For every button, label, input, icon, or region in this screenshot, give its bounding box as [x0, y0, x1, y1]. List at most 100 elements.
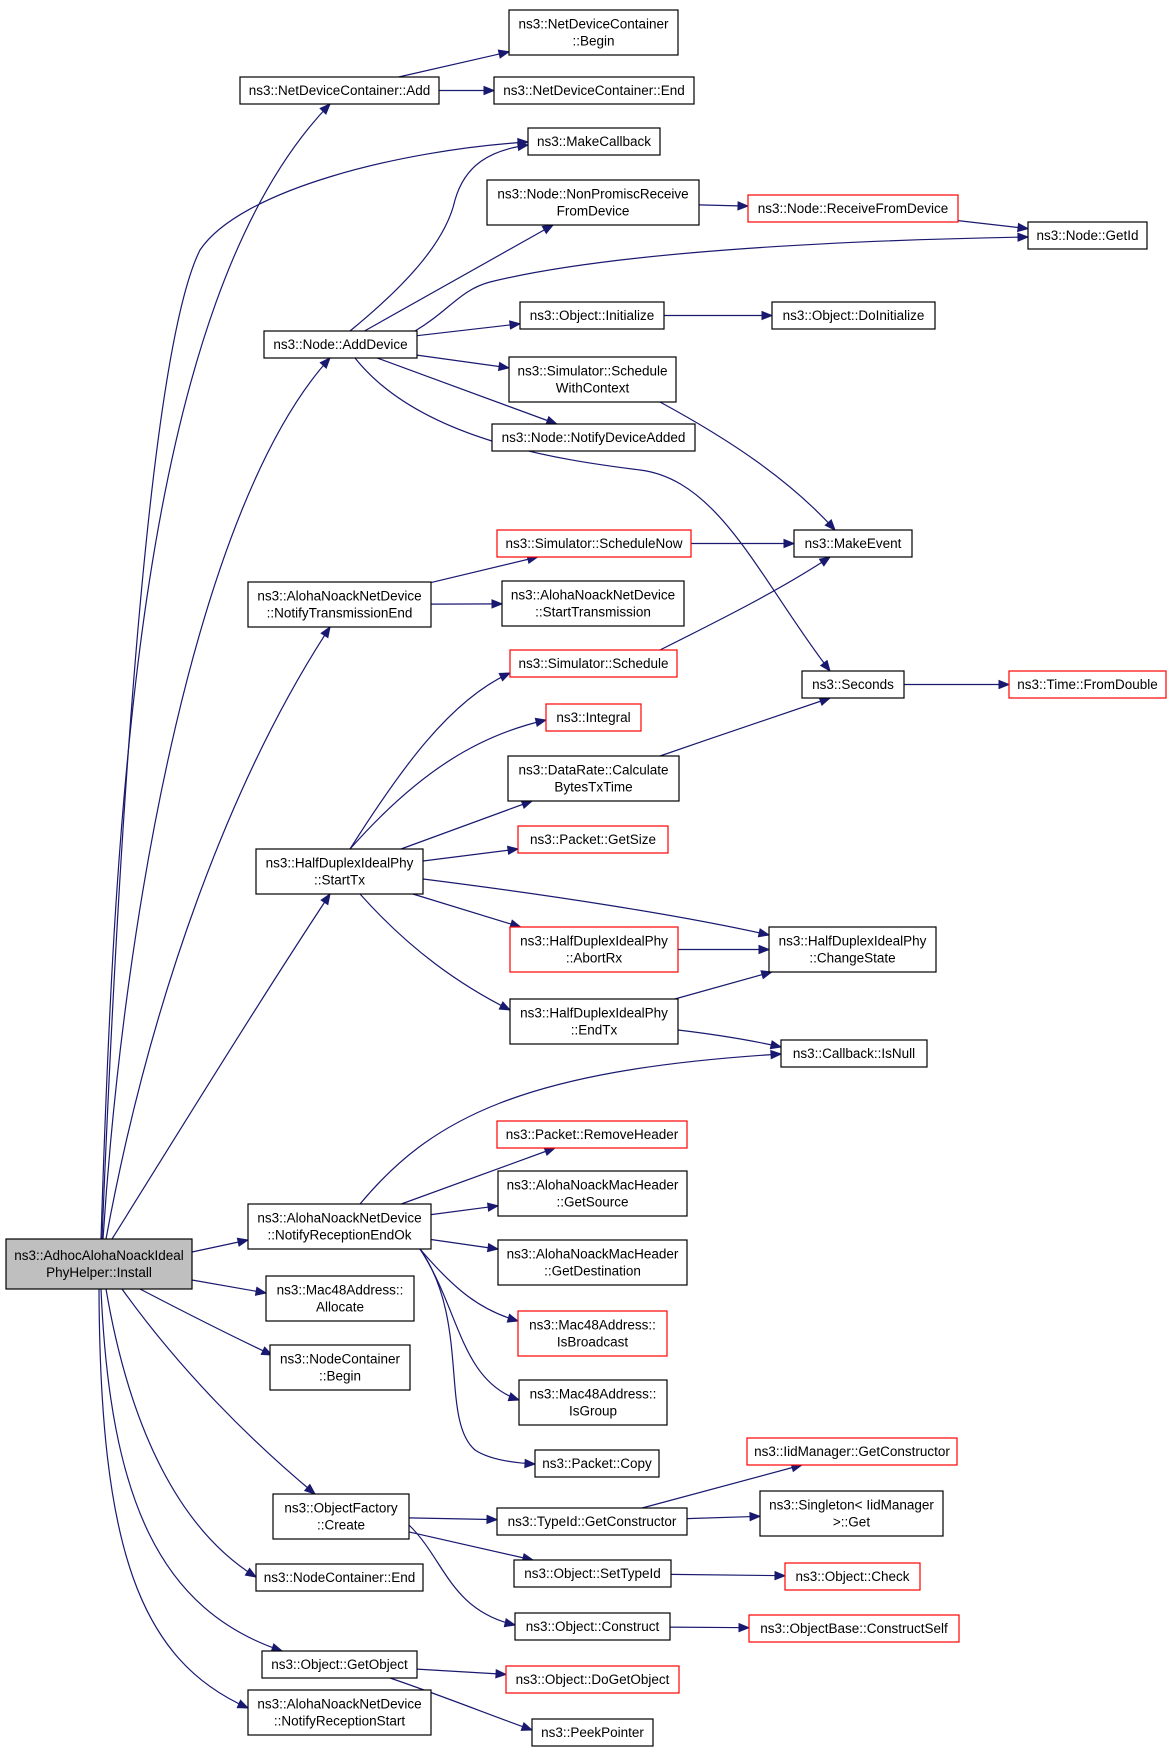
node-nc-begin[interactable]: ns3::NodeContainer::Begin: [269, 1344, 411, 1391]
node-ndc-end[interactable]: ns3::NetDeviceContainer::End: [493, 76, 695, 105]
node-dogetobject[interactable]: ns3::Object::DoGetObject: [505, 1665, 680, 1694]
node-receivefromdevice[interactable]: ns3::Node::ReceiveFromDevice: [747, 194, 959, 223]
call-edge-getobject-to-peekpointer: [389, 1677, 534, 1731]
arrowhead: [737, 201, 750, 211]
node-packet-copy[interactable]: ns3::Packet::Copy: [534, 1449, 660, 1478]
node-label-line: ns3::MakeCallback: [537, 134, 651, 149]
node-nc-end[interactable]: ns3::NodeContainer::End: [255, 1563, 424, 1592]
arrowhead: [738, 1622, 751, 1633]
node-obj-construct[interactable]: ns3::Object::Construct: [514, 1612, 671, 1641]
node-getobject[interactable]: ns3::Object::GetObject: [261, 1650, 418, 1679]
node-label-line: ns3::NetDeviceContainer::Add: [249, 83, 431, 98]
node-notify-rx-endok[interactable]: ns3::AlohaNoackNetDevice::NotifyReceptio…: [247, 1203, 432, 1250]
node-label-line: ns3::Integral: [556, 710, 630, 725]
arrowhead: [761, 310, 774, 321]
arrowhead: [998, 679, 1011, 690]
node-hd-endtx[interactable]: ns3::HalfDuplexIdealPhy::EndTx: [509, 998, 679, 1045]
node-makecallback[interactable]: ns3::MakeCallback: [527, 127, 661, 156]
node-obj-doinitialize[interactable]: ns3::Object::DoInitialize: [771, 301, 936, 330]
arrowhead: [244, 1567, 258, 1578]
node-label-line: ns3::Simulator::Schedule: [518, 656, 668, 671]
call-edge-root-to-getobject: [100, 1288, 284, 1653]
node-label-line: ns3::AlohaNoackNetDevice: [257, 1211, 421, 1226]
node-obj-check[interactable]: ns3::Object::Check: [784, 1562, 921, 1591]
node-hd-starttx[interactable]: ns3::HalfDuplexIdealPhy::StartTx: [255, 848, 424, 895]
call-edge-node_adddevice-to-node_getid: [414, 232, 1030, 332]
node-label-line: ::Begin: [319, 1369, 361, 1384]
node-ndc-add[interactable]: ns3::NetDeviceContainer::Add: [239, 76, 440, 105]
node-seconds[interactable]: ns3::Seconds: [801, 670, 905, 699]
node-label-line: ::ChangeState: [809, 951, 895, 966]
node-fromdouble[interactable]: ns3::Time::FromDouble: [1008, 670, 1167, 699]
arrowhead: [783, 538, 796, 549]
node-label-line: ns3::Object::DoGetObject: [516, 1672, 670, 1687]
node-singleton-get[interactable]: ns3::Singleton< IidManager>::Get: [759, 1490, 944, 1537]
node-label-line: ns3::Node::AddDevice: [273, 337, 407, 352]
node-isbroadcast[interactable]: ns3::Mac48Address::IsBroadcast: [517, 1310, 668, 1357]
node-box: [748, 1614, 960, 1643]
node-of-create[interactable]: ns3::ObjectFactory::Create: [272, 1493, 410, 1540]
node-constructself[interactable]: ns3::ObjectBase::ConstructSelf: [748, 1614, 960, 1643]
node-obj-initialize[interactable]: ns3::Object::Initialize: [519, 301, 665, 330]
node-box: [519, 301, 665, 330]
node-start-tx-dev[interactable]: ns3::AlohaNoackNetDevice::StartTransmiss…: [501, 580, 685, 627]
node-iid-getconstructor[interactable]: ns3::IidManager::GetConstructor: [746, 1437, 958, 1466]
node-sim-schedule[interactable]: ns3::Simulator::Schedule: [509, 649, 678, 678]
node-label-line: ns3::HalfDuplexIdealPhy: [520, 934, 668, 949]
node-box: [505, 1665, 680, 1694]
call-edge-hd_starttx-to-hd_endtx: [359, 893, 512, 1011]
node-box: [486, 179, 700, 226]
call-edge-typeid_getconstructor-to-singleton_get: [686, 1511, 762, 1522]
call-edge-hd_starttx-to-sim_schedule: [349, 672, 512, 850]
call-edge-ndc_add-to-ndc_begin: [398, 49, 511, 78]
node-peekpointer[interactable]: ns3::PeekPointer: [531, 1718, 654, 1747]
arrowhead: [498, 1001, 512, 1011]
node-box: [247, 1689, 432, 1736]
arrowhead: [543, 1147, 557, 1157]
node-label-line: ns3::AdhocAlohaNoackIdeal: [14, 1248, 184, 1263]
node-cb-isnull[interactable]: ns3::Callback::IsNull: [780, 1039, 928, 1068]
call-edge-hd_starttx-to-packet_getsize: [422, 845, 520, 862]
node-typeid-getconstructor[interactable]: ns3::TypeId::GetConstructor: [496, 1507, 688, 1536]
node-integral[interactable]: ns3::Integral: [545, 703, 642, 732]
node-notify-tx-end[interactable]: ns3::AlohaNoackNetDevice::NotifyTransmis…: [247, 581, 432, 628]
arrowhead: [758, 944, 771, 955]
node-label-line: ns3::Packet::Copy: [542, 1456, 652, 1471]
node-node-adddevice[interactable]: ns3::Node::AddDevice: [263, 330, 418, 359]
node-label-line: ns3::ObjectBase::ConstructSelf: [760, 1621, 948, 1636]
node-box: [496, 1507, 688, 1536]
node-isgroup[interactable]: ns3::Mac48Address::IsGroup: [518, 1379, 668, 1426]
node-box: [5, 1238, 193, 1290]
node-hd-changestate[interactable]: ns3::HalfDuplexIdealPhy::ChangeState: [768, 926, 937, 973]
node-box: [518, 1379, 668, 1426]
node-makeevent[interactable]: ns3::MakeEvent: [793, 529, 913, 558]
node-removeheader[interactable]: ns3::Packet::RemoveHeader: [496, 1120, 688, 1149]
arrowhead: [509, 320, 522, 330]
call-edge-obj_construct-to-constructself: [669, 1622, 751, 1633]
node-box: [509, 998, 679, 1045]
node-mac-allocate[interactable]: ns3::Mac48Address::Allocate: [265, 1275, 415, 1322]
node-packet-getsize[interactable]: ns3::Packet::GetSize: [517, 825, 669, 854]
call-edge-notify_rx_endok-to-getsource: [430, 1202, 500, 1216]
node-getsource[interactable]: ns3::AlohaNoackMacHeader::GetSource: [497, 1170, 688, 1217]
node-getdestination[interactable]: ns3::AlohaNoackMacHeader::GetDestination: [497, 1239, 688, 1286]
node-label-line: WithContext: [556, 381, 630, 396]
arrowhead: [254, 1286, 268, 1296]
node-node-getid[interactable]: ns3::Node::GetId: [1027, 221, 1148, 250]
call-edge-seconds-to-fromdouble: [904, 679, 1011, 690]
node-label-line: ns3::IidManager::GetConstructor: [754, 1444, 950, 1459]
node-label-line: ns3::Packet::GetSize: [530, 832, 656, 847]
node-root[interactable]: ns3::AdhocAlohaNoackIdealPhyHelper::Inst…: [5, 1238, 193, 1290]
node-notify-rx-start[interactable]: ns3::AlohaNoackNetDevice::NotifyReceptio…: [247, 1689, 432, 1736]
node-obj-settypeid[interactable]: ns3::Object::SetTypeId: [513, 1559, 672, 1588]
call-edge-ndc_add-to-ndc_end: [439, 85, 496, 96]
node-schedulenow[interactable]: ns3::Simulator::ScheduleNow: [496, 529, 692, 558]
node-label-line: ns3::TypeId::GetConstructor: [508, 1514, 677, 1529]
node-ndc-begin[interactable]: ns3::NetDeviceContainer::Begin: [508, 9, 679, 56]
node-hd-abortrx[interactable]: ns3::HalfDuplexIdealPhy::AbortRx: [509, 926, 679, 973]
node-notifydeviceadded[interactable]: ns3::Node::NotifyDeviceAdded: [491, 423, 696, 452]
node-label-line: ::EndTx: [571, 1023, 618, 1038]
